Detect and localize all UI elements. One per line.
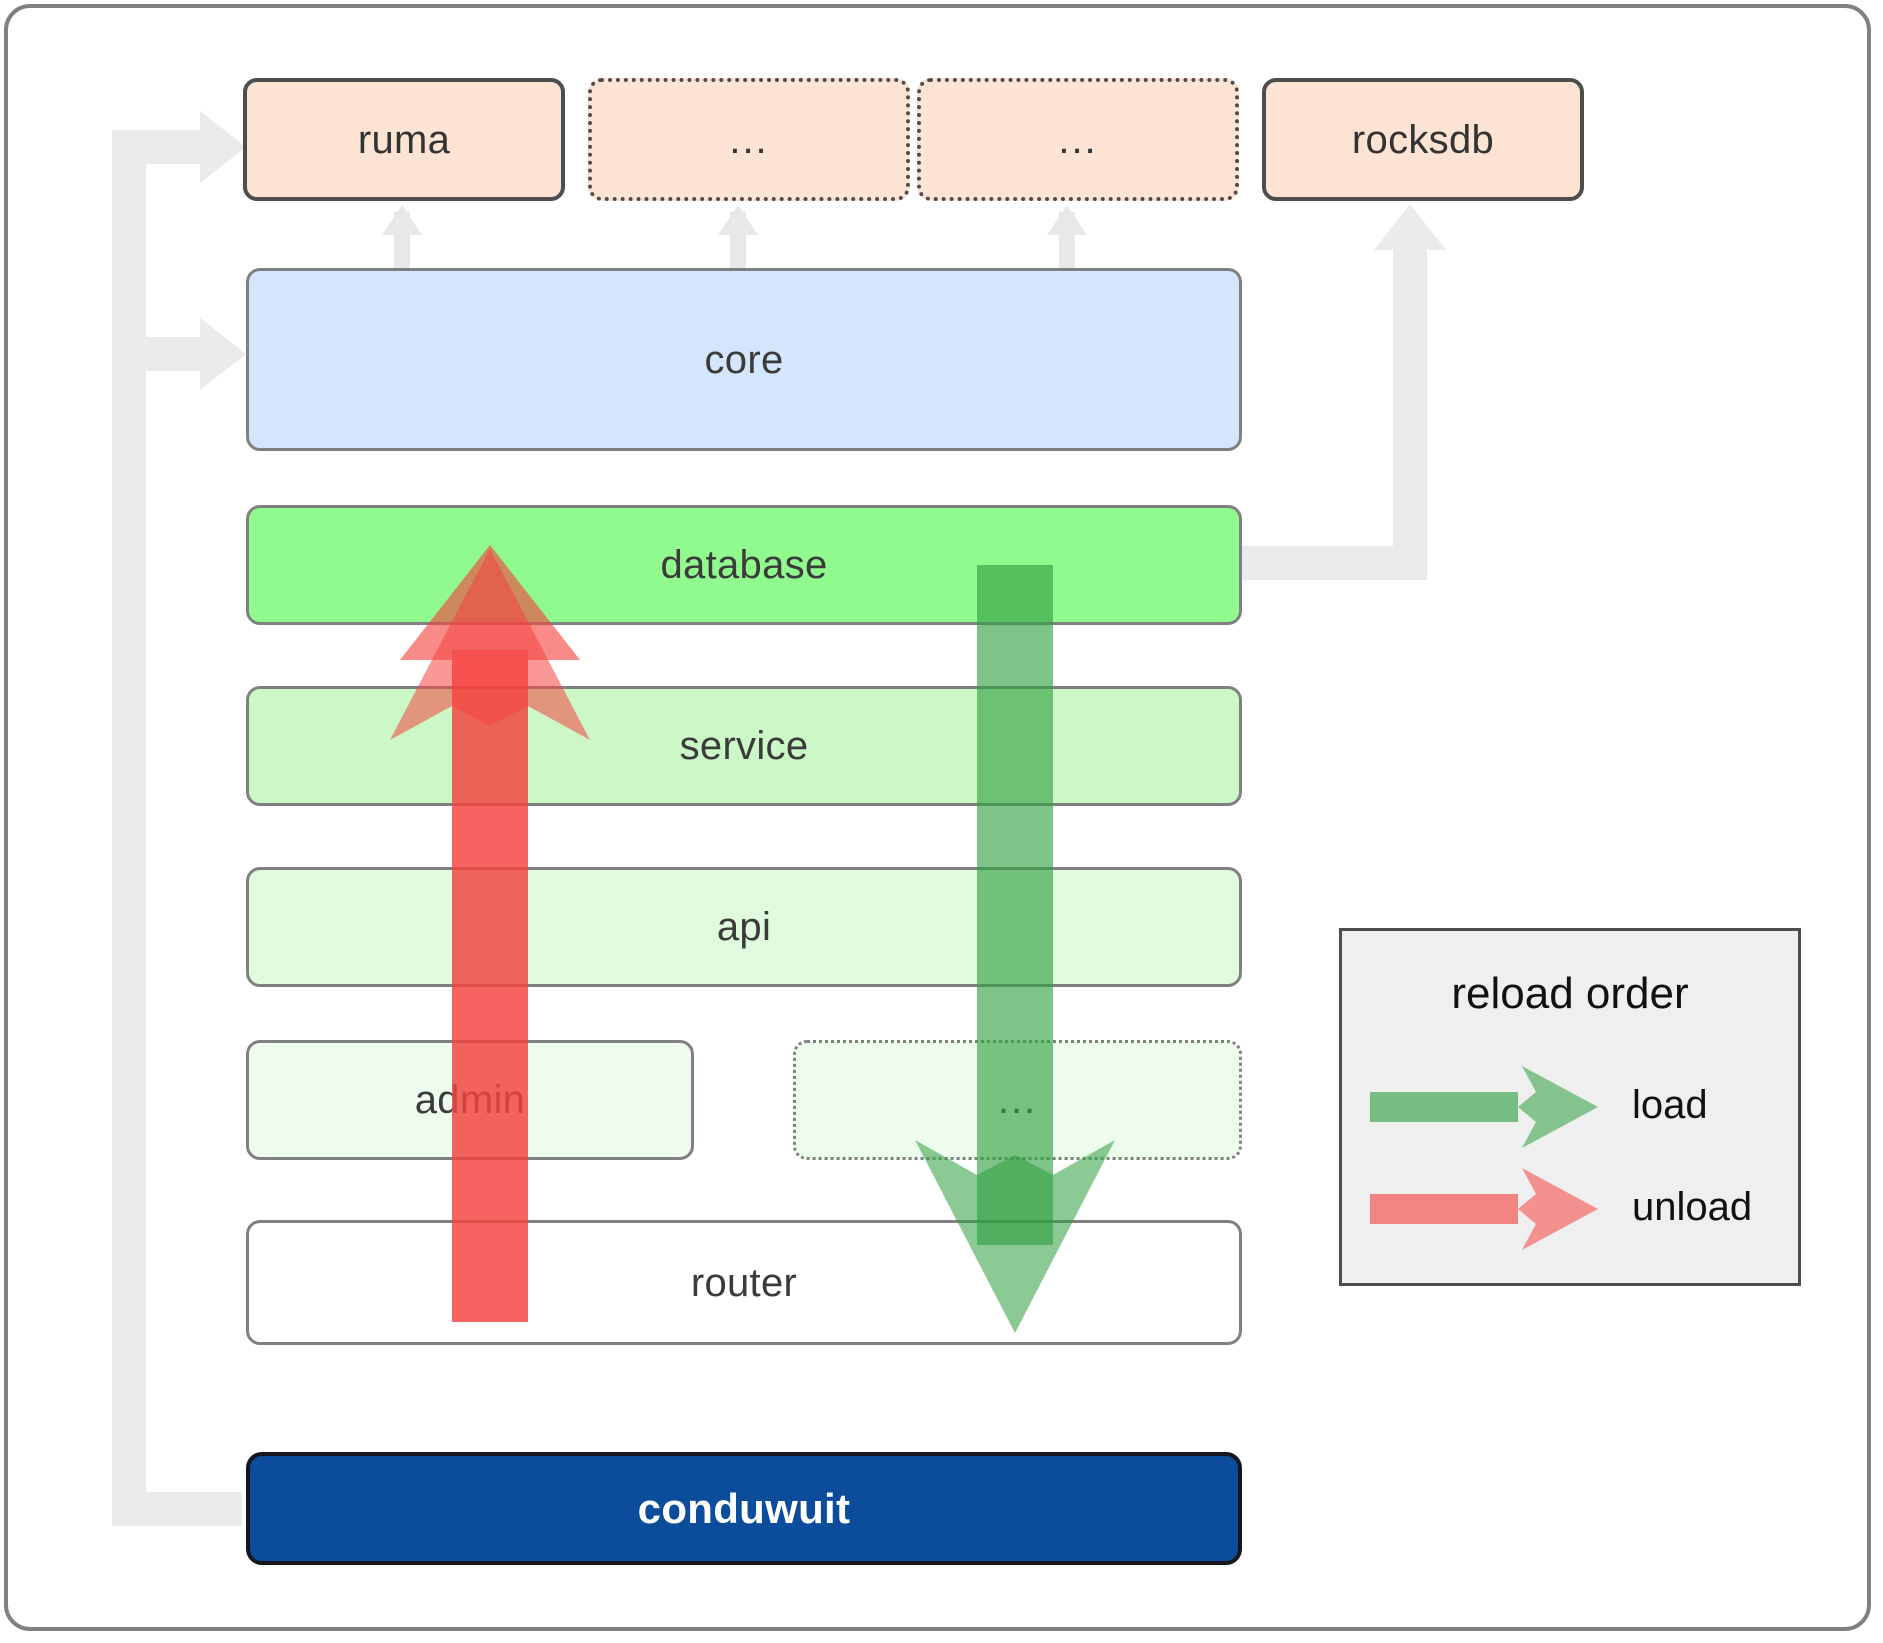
dependency-node-ruma-label: ruma xyxy=(357,117,451,162)
connector-database-to-rocksdb-horizontal xyxy=(1225,546,1410,580)
layer-node-service-label: service xyxy=(679,724,809,768)
layer-node-admin[interactable]: admin xyxy=(246,1040,694,1160)
dependency-node-placeholder-1[interactable]: ... xyxy=(588,78,910,201)
dependency-node-rocksdb[interactable]: rocksdb xyxy=(1262,78,1584,201)
dependency-node-placeholder-1-label: ... xyxy=(729,117,769,162)
connector-left-to-app-horizontal xyxy=(112,1492,242,1526)
legend-load-arrow-icon xyxy=(1370,1066,1598,1148)
layer-node-admin-label: admin xyxy=(414,1078,526,1122)
core-to-dep1-arrow-icon xyxy=(718,205,758,235)
layer-node-router[interactable]: router xyxy=(246,1220,1242,1345)
legend-load-label: load xyxy=(1632,1083,1708,1127)
core-to-ruma-arrow-icon xyxy=(382,205,422,235)
layer-node-placeholder-label: ... xyxy=(997,1078,1038,1122)
layer-node-database[interactable]: database xyxy=(246,505,1242,625)
layer-node-core[interactable]: core xyxy=(246,268,1242,451)
dependency-node-placeholder-2[interactable]: ... xyxy=(917,78,1239,201)
layer-node-service[interactable]: service xyxy=(246,686,1242,806)
connector-left-branch-ruma-stem xyxy=(112,130,202,164)
legend-unload-label: unload xyxy=(1632,1185,1753,1229)
dependency-node-ruma[interactable]: ruma xyxy=(243,78,565,201)
dependency-node-rocksdb-label: rocksdb xyxy=(1351,117,1495,162)
connector-arrow-into-core xyxy=(200,318,246,390)
connector-database-to-rocksdb-vertical xyxy=(1393,250,1427,580)
application-node-conduwuit[interactable]: conduwuit xyxy=(246,1452,1242,1565)
connector-left-branch-core-stem xyxy=(112,337,202,371)
dependency-node-placeholder-2-label: ... xyxy=(1058,117,1098,162)
layer-node-api[interactable]: api xyxy=(246,867,1242,987)
connector-arrow-into-rocksdb xyxy=(1374,204,1446,250)
layer-node-api-label: api xyxy=(716,905,772,949)
diagram-frame xyxy=(4,4,1871,1631)
legend-panel: reload order load unload xyxy=(1339,928,1801,1286)
application-node-conduwuit-label: conduwuit xyxy=(637,1484,851,1532)
layer-node-placeholder[interactable]: ... xyxy=(793,1040,1242,1160)
legend-unload-arrow-icon xyxy=(1370,1168,1598,1250)
connector-arrow-into-ruma xyxy=(200,111,246,183)
legend-title: reload order xyxy=(1451,969,1689,1018)
layer-node-core-label: core xyxy=(704,337,784,382)
layer-node-database-label: database xyxy=(660,543,828,587)
core-to-dep2-arrow-icon xyxy=(1047,205,1087,235)
layer-node-router-label: router xyxy=(690,1260,798,1305)
